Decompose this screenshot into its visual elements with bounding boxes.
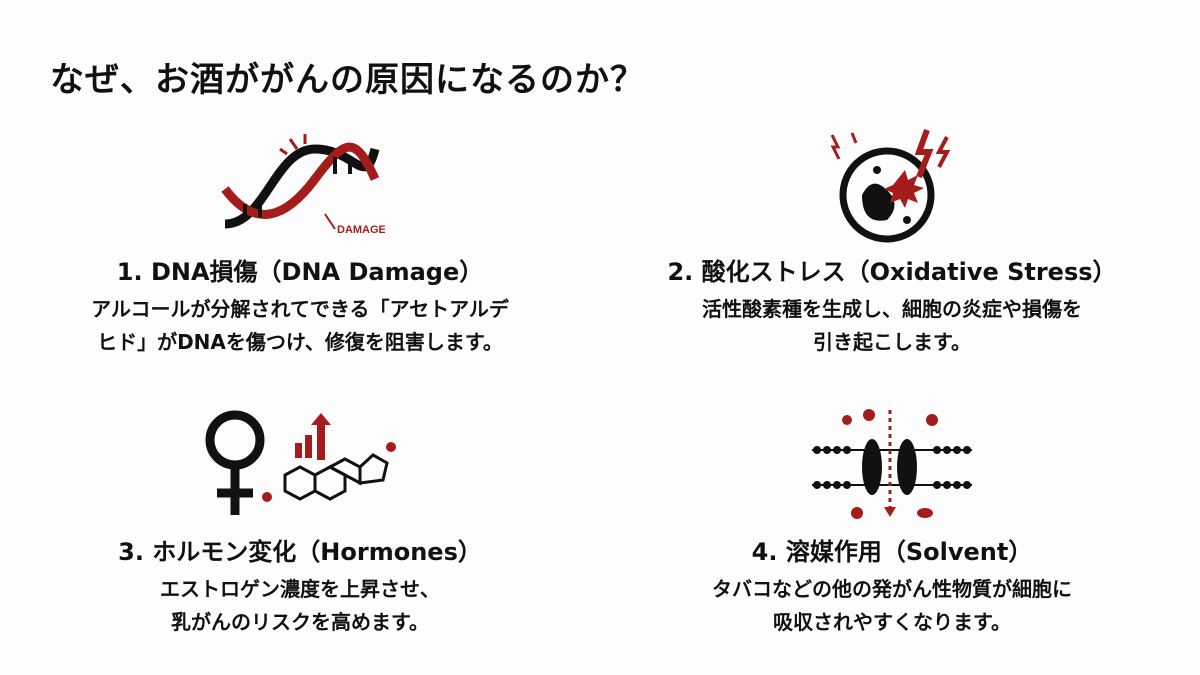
card-heading: 3. ホルモン変化（Hormones） [118, 538, 482, 566]
membrane-solvent-icon [612, 405, 1172, 523]
card-text-line: ヒド」がDNAを傷つけ、修復を阻害します。 [97, 330, 503, 354]
card-dna-damage: DAMAGE 1. DNA損傷（DNA Damage） アルコールが分解されてで… [20, 125, 580, 359]
dna-damage-icon: DAMAGE [20, 125, 580, 243]
cell-stress-icon [612, 125, 1172, 243]
card-solvent: 4. 溶媒作用（Solvent） タバコなどの他の発がん性物質が細胞に 吸収され… [612, 405, 1172, 639]
card-text-line: 引き起こします。 [813, 330, 971, 354]
card-text-line: 吸収されやすくなります。 [773, 610, 1011, 634]
card-heading: 1. DNA損傷（DNA Damage） [116, 258, 484, 286]
card-text-line: エストロゲン濃度を上昇させ、 [160, 577, 440, 601]
card-text-line: タバコなどの他の発がん性物質が細胞に [712, 577, 1072, 601]
card-text-line: 乳がんのリスクを高めます。 [171, 610, 429, 634]
card-hormones: 3. ホルモン変化（Hormones） エストロゲン濃度を上昇させ、 乳がんのリ… [20, 405, 580, 639]
card-oxidative-stress: 2. 酸化ストレス（Oxidative Stress） 活性酸素種を生成し、細胞… [612, 125, 1172, 359]
hormone-icon [20, 405, 580, 523]
card-heading: 4. 溶媒作用（Solvent） [751, 538, 1033, 566]
card-text-line: 活性酸素種を生成し、細胞の炎症や損傷を [702, 297, 1082, 321]
card-heading: 2. 酸化ストレス（Oxidative Stress） [667, 258, 1117, 286]
card-text-line: アルコールが分解されてできる「アセトアルデ [91, 297, 509, 321]
damage-label: DAMAGE [337, 224, 385, 236]
page-title: なぜ、お酒ががんの原因になるのか？ [50, 60, 645, 100]
